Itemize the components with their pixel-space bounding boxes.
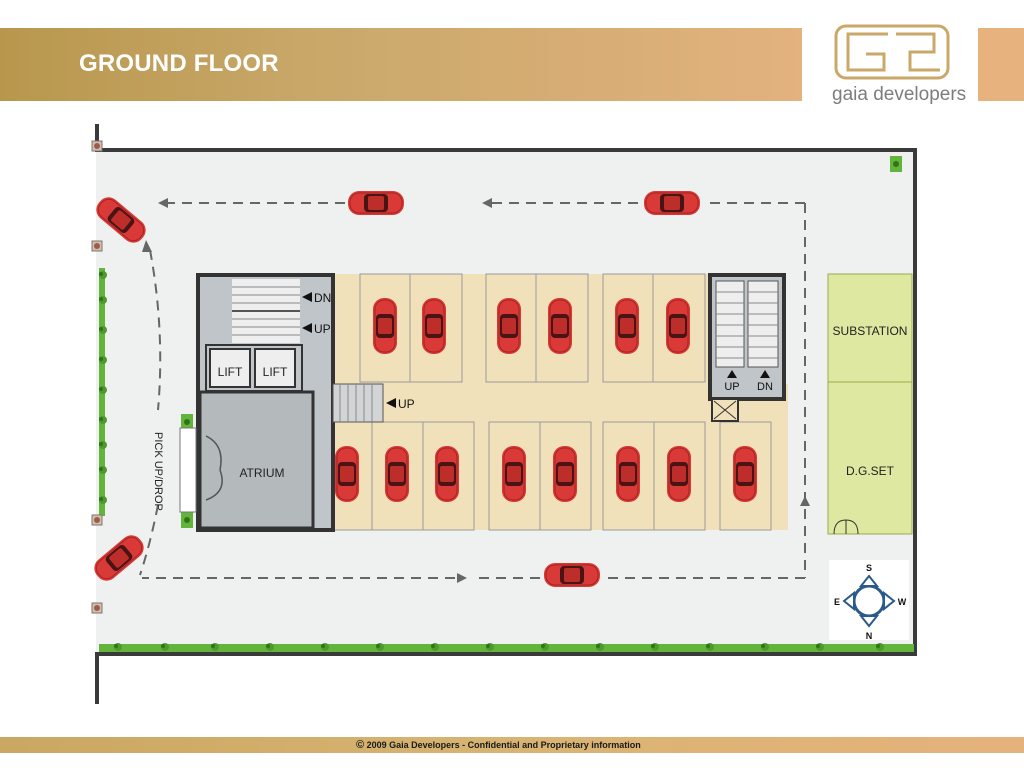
east-stair-flight-2 bbox=[747, 280, 779, 368]
lift-1 bbox=[209, 348, 251, 388]
gaia-logo-icon bbox=[834, 24, 950, 80]
logo-wordmark: gaia developers bbox=[832, 84, 967, 105]
traffic-flow-path bbox=[139, 202, 806, 579]
header-accent-band bbox=[978, 28, 1024, 101]
east-stair-down-label: DN bbox=[757, 381, 773, 393]
compass-east: E bbox=[834, 597, 840, 607]
page-title: GROUND FLOOR bbox=[79, 50, 279, 77]
substation bbox=[827, 273, 913, 383]
lift-2 bbox=[254, 348, 296, 388]
stair-up-label: UP bbox=[314, 322, 331, 336]
east-stair-flight-1 bbox=[715, 280, 745, 368]
header-band bbox=[0, 28, 802, 101]
compass-icon bbox=[852, 584, 886, 618]
car-driveway-3 bbox=[543, 562, 601, 588]
atrium bbox=[200, 392, 313, 528]
stair-down-label: DN bbox=[314, 291, 331, 305]
lift-2-label: LIFT bbox=[263, 365, 288, 379]
atrium-door-swing bbox=[205, 435, 223, 501]
dg-set bbox=[827, 381, 913, 535]
compass-north: N bbox=[866, 631, 873, 641]
car-driveway-2 bbox=[643, 190, 701, 216]
atrium-label: ATRIUM bbox=[239, 466, 284, 480]
copyright-symbol: © bbox=[356, 739, 365, 751]
flow-arrowheads bbox=[142, 198, 810, 583]
south-lawn-strip bbox=[99, 644, 914, 652]
ramp-up-label: UP bbox=[398, 397, 415, 411]
footer-copyright-text: 2009 Gaia Developers - Confidential and … bbox=[366, 740, 641, 750]
substation-label: SUBSTATION bbox=[833, 324, 908, 338]
footer-band bbox=[0, 737, 1024, 753]
compass-south: S bbox=[866, 563, 872, 573]
compass-west: W bbox=[898, 597, 907, 607]
lift-1-label: LIFT bbox=[218, 365, 243, 379]
dg-set-label: D.G.SET bbox=[846, 464, 895, 478]
dg-set-door bbox=[833, 519, 859, 535]
car-driveway-1 bbox=[347, 190, 405, 216]
pickup-drop-label: PICK UP/DROP bbox=[152, 432, 164, 511]
east-stair-up-label: UP bbox=[724, 381, 739, 393]
footer-copyright: © 2009 Gaia Developers - Confidential an… bbox=[356, 739, 641, 751]
parking-bay-lines bbox=[320, 273, 772, 531]
ramp-steps bbox=[332, 383, 384, 423]
pickup-drop-canopy bbox=[179, 427, 197, 513]
